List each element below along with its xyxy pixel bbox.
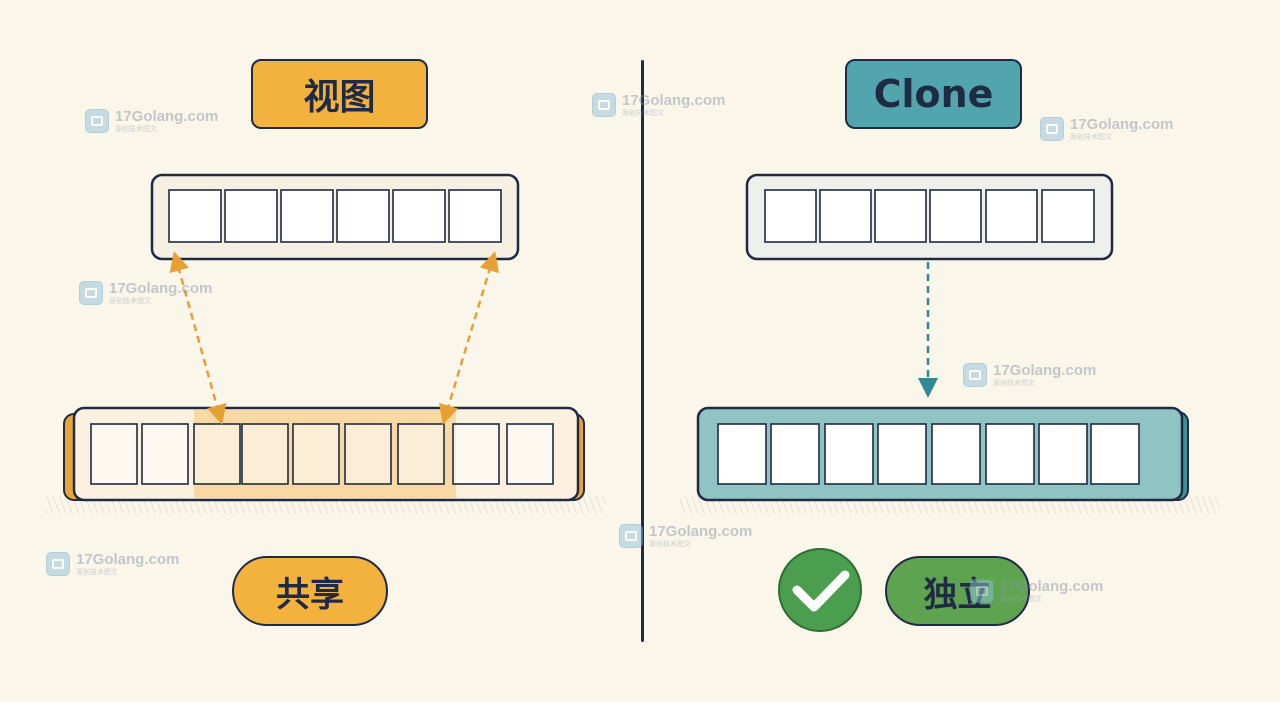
array-cell	[90, 423, 138, 485]
view-cell	[392, 189, 446, 243]
center-divider	[641, 60, 644, 642]
shared-arrow-left	[169, 251, 227, 425]
array-cell	[506, 423, 554, 485]
source-cell	[985, 189, 1038, 243]
source-cell	[764, 189, 817, 243]
clone-cell	[985, 423, 1035, 485]
shared-arrow-right	[439, 251, 499, 425]
array-cell	[193, 423, 241, 485]
clone-cell	[1038, 423, 1088, 485]
clone-source-slice	[745, 173, 1114, 261]
independent-caption: 独立	[923, 574, 992, 615]
array-cell	[241, 423, 289, 485]
view-cell	[448, 189, 502, 243]
clone-title: Clone	[873, 72, 994, 116]
array-cell	[452, 423, 500, 485]
shared-backing-array	[63, 406, 585, 502]
source-cell	[929, 189, 982, 243]
view-cell	[168, 189, 222, 243]
view-cell	[224, 189, 278, 243]
source-cell	[819, 189, 872, 243]
array-cell	[344, 423, 392, 485]
check-circle-icon	[778, 548, 862, 632]
array-cell	[141, 423, 189, 485]
clone-title-tag: Clone	[845, 59, 1022, 129]
source-cell	[1041, 189, 1095, 243]
array-cell	[292, 423, 340, 485]
view-title-tag: 视图	[251, 59, 428, 129]
shared-caption: 共享	[276, 574, 344, 615]
array-cell	[397, 423, 445, 485]
clone-cell	[877, 423, 927, 485]
clone-cell	[717, 423, 767, 485]
independent-caption-tag: 独立	[885, 556, 1030, 626]
clone-cell	[1090, 423, 1140, 485]
shared-caption-tag: 共享	[232, 556, 388, 626]
clone-cell	[931, 423, 981, 485]
view-cell	[336, 189, 390, 243]
view-title: 视图	[303, 77, 376, 118]
clone-cell	[770, 423, 820, 485]
view-slice	[150, 173, 520, 261]
source-cell	[874, 189, 927, 243]
view-cell	[280, 189, 334, 243]
cloned-array	[696, 406, 1189, 502]
view-slice-cells	[168, 189, 502, 243]
backing-array-cells	[90, 423, 554, 485]
clone-cell	[824, 423, 874, 485]
